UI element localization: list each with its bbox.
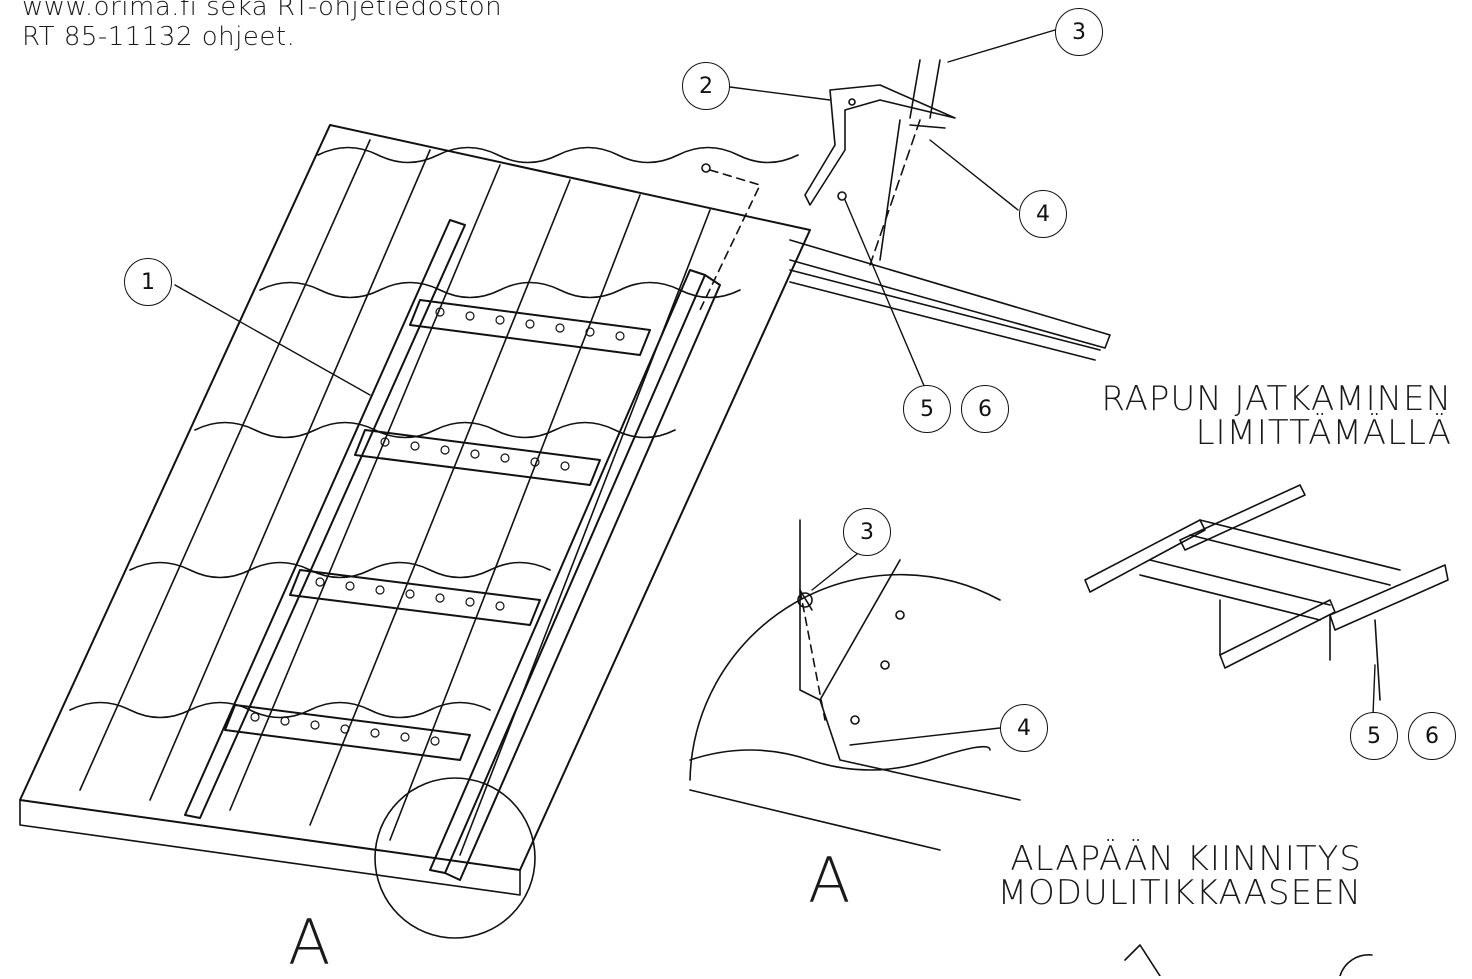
section-label-main: A <box>288 906 331 979</box>
detail-view-a <box>689 519 1021 851</box>
heading-bottom-mount-line-1: ALAPÄÄN KIINNITYS <box>1010 839 1362 879</box>
intro-line-1: www.orima.fi sekä RT-ohjetiedoston <box>22 0 503 22</box>
callout-3: 3 <box>1055 8 1103 56</box>
detail-callout-ring <box>374 777 536 939</box>
ladder-extension <box>1084 484 1449 701</box>
screws <box>699 59 941 311</box>
callout-5: 5 <box>903 385 951 433</box>
callout-2: 2 <box>682 62 730 110</box>
heading-ladder-extension: RAPUN JATKAMINEN LIMITTÄMÄLLÄ <box>1101 382 1452 450</box>
leader-lines <box>174 29 1376 746</box>
extension-callout-6: 6 <box>1408 712 1456 760</box>
heading-ladder-extension-line-1: RAPUN JATKAMINEN <box>1101 379 1452 419</box>
extension-callout-5: 5 <box>1350 712 1398 760</box>
callout-4: 4 <box>1019 190 1067 238</box>
heading-bottom-mount-line-2: MODULITIKKAASEEN <box>997 873 1362 913</box>
callout-6: 6 <box>961 385 1009 433</box>
heading-ladder-extension-line-2: LIMITTÄMÄLLÄ <box>1195 413 1452 453</box>
roof-ladder <box>184 219 721 881</box>
detail-callout-3: 3 <box>843 508 891 556</box>
bottom-mount-figure <box>1124 944 1373 976</box>
roof-tiles <box>19 124 811 896</box>
intro-text: www.orima.fi sekä RT-ohjetiedoston RT 85… <box>22 0 502 52</box>
section-label-detail: A <box>808 844 851 917</box>
ridge-bracket <box>789 84 1111 361</box>
intro-line-2: RT 85-11132 ohjeet. <box>22 22 296 52</box>
heading-bottom-mount: ALAPÄÄN KIINNITYS MODULITIKKAASEEN <box>998 842 1362 910</box>
rung-holes <box>250 307 625 746</box>
detail-callout-4: 4 <box>1000 704 1048 752</box>
callout-1: 1 <box>124 258 172 306</box>
